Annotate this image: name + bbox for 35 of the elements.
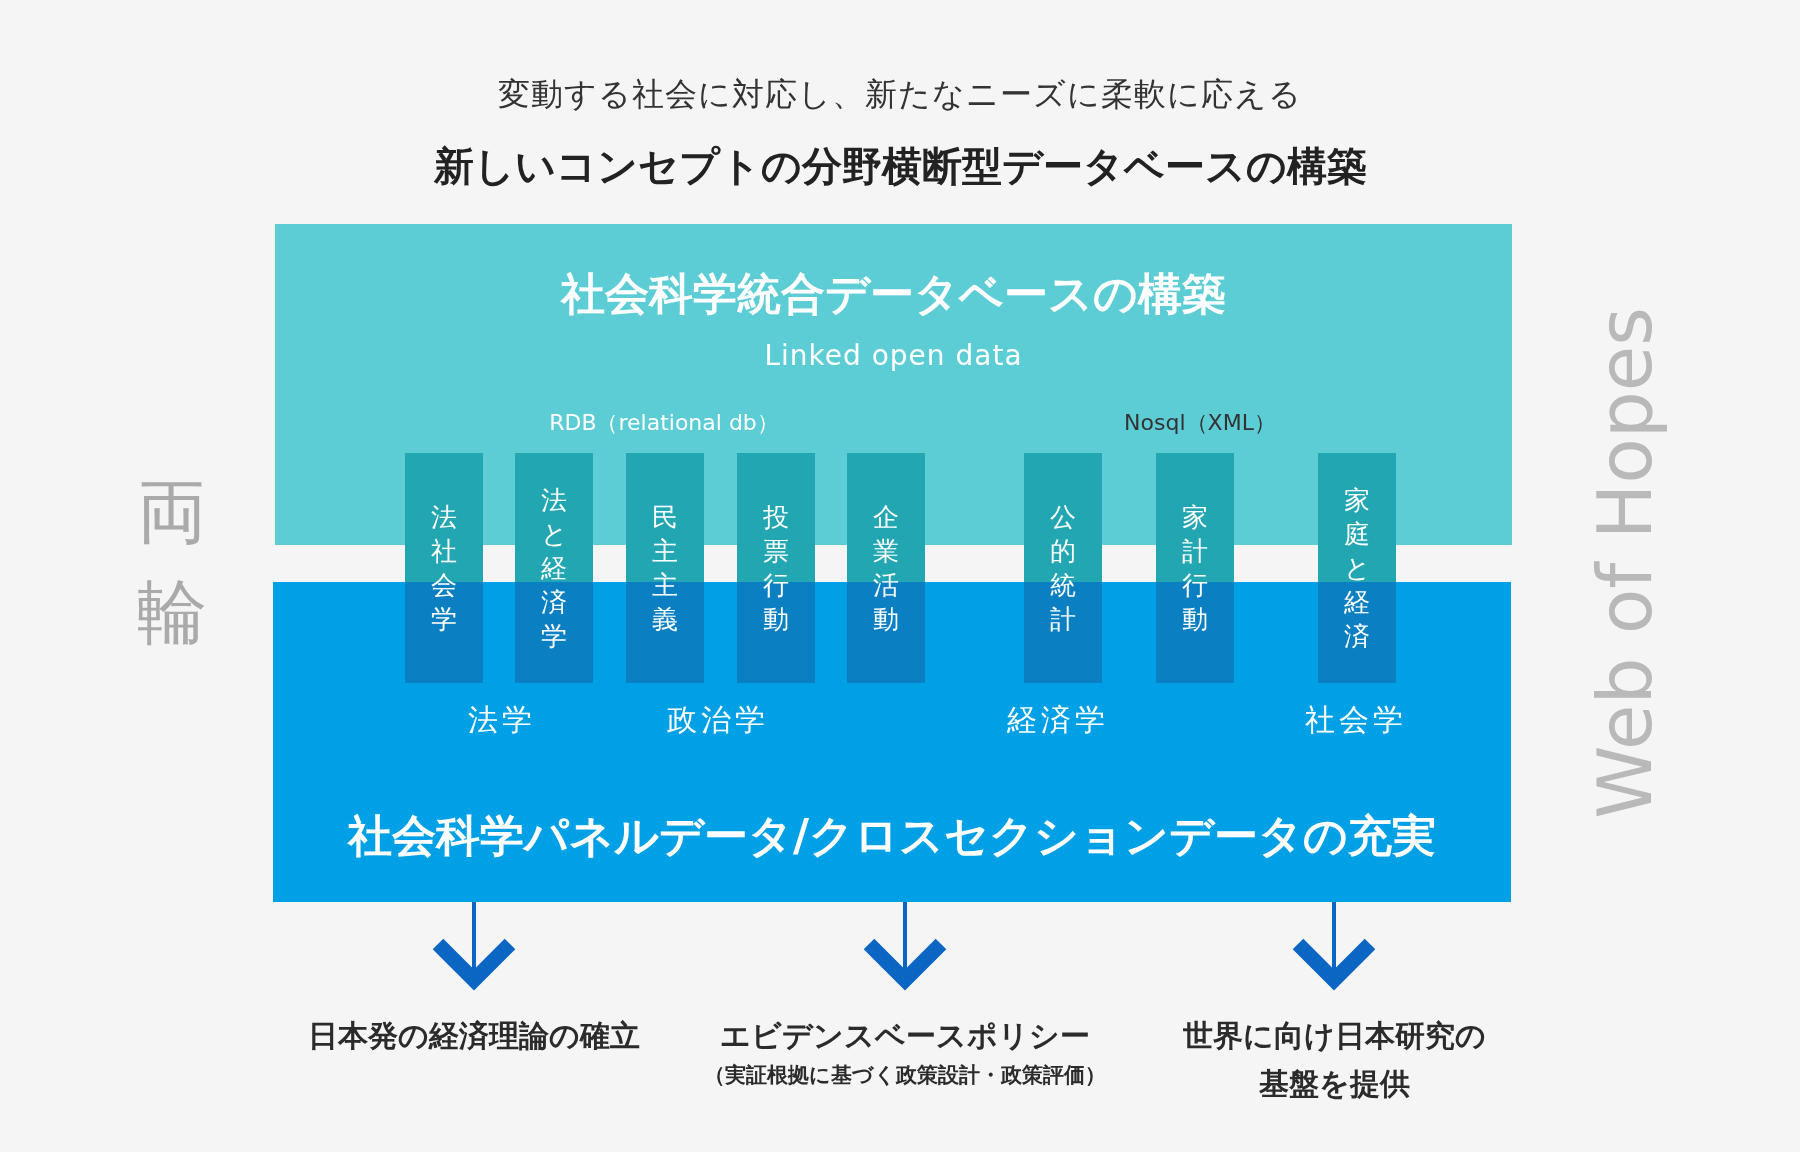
section-label: Nosql（XML） (1124, 409, 1276, 437)
section-label: RDB（relational db） (549, 409, 779, 437)
panel-title: 社会科学統合データベースの構築 (561, 267, 1226, 321)
panel-title: 社会科学パネルデータ/クロスセクションデータの充実 (347, 809, 1437, 863)
chevron-arrow (430, 902, 518, 988)
panel-subtitle: Linked open data (764, 338, 1023, 374)
field-label: 政治学 (667, 701, 769, 739)
field-label: 経済学 (1007, 701, 1109, 739)
category-bar (626, 453, 704, 683)
chevron-arrow (1290, 902, 1378, 988)
chevron-arrow (861, 902, 949, 988)
bar-label: 家計行動 (1182, 501, 1208, 636)
bar-label: 家庭と経済 (1344, 484, 1370, 653)
bar-label: 企業活動 (873, 501, 899, 636)
category-bar (515, 453, 593, 683)
bar-label: 公的統計 (1050, 501, 1076, 636)
side-label: Web of Hopes (1583, 307, 1667, 819)
category-bar (405, 453, 483, 683)
field-label: 社会学 (1305, 701, 1407, 739)
subtitle: 変動する社会に対応し、新たなニーズに柔軟に応える (498, 74, 1302, 115)
result-text: 世界に向け日本研究の基盤を提供 (1169, 1012, 1499, 1108)
category-bar (737, 453, 815, 683)
field-label: 法学 (468, 701, 536, 739)
category-bar (1024, 453, 1102, 683)
bar-label: 民主主義 (652, 501, 678, 636)
bar-label: 法社会学 (431, 501, 457, 636)
category-bar (1156, 453, 1234, 683)
result-note: （実証根拠に基づく政策設計・政策評価） (703, 1062, 1107, 1089)
bar-label: 法と経済学 (541, 484, 567, 653)
category-bar (847, 453, 925, 683)
category-bar (1318, 453, 1396, 683)
bar-label: 投票行動 (763, 501, 789, 636)
result-text: エビデンスベースポリシー (719, 1017, 1091, 1055)
title: 新しいコンセプトの分野横断型データベースの構築 (433, 142, 1367, 191)
side-label: 両輪 (137, 470, 207, 655)
